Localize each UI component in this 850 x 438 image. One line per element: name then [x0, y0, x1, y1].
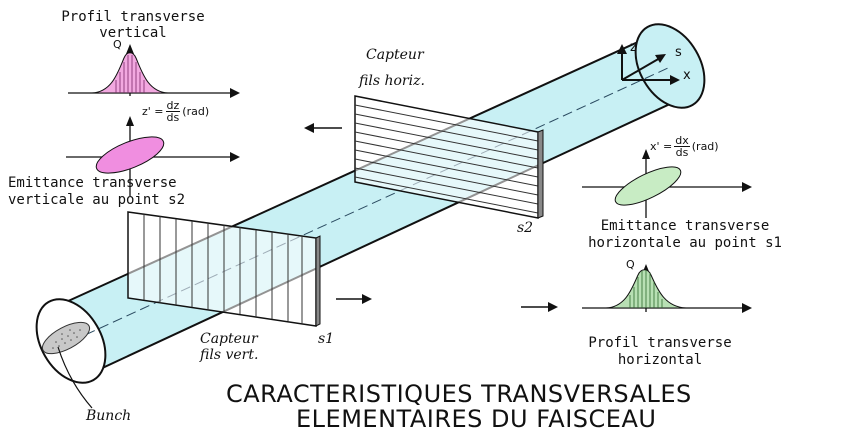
bunch	[41, 321, 93, 409]
xprime-lhs: x' =	[650, 140, 673, 153]
xprime-formula: x' = dx ds (rad)	[650, 135, 719, 158]
vertical-profile-title-line1: Profil transverse	[61, 9, 205, 25]
vertical-emittance-title: Emittance transverse verticale au point …	[8, 175, 185, 209]
horizontal-emittance-title-line2: horizontale au point s1	[588, 235, 782, 251]
vertical-profile-title-line2: vertical	[99, 25, 167, 41]
direction-arrows	[304, 123, 558, 312]
vertical-sensor-title-line2: fils vert.	[200, 347, 259, 363]
zprime-numerator: dz	[165, 99, 181, 112]
vertical-profile-plot	[68, 44, 240, 98]
horizontal-profile-plot	[582, 264, 752, 313]
xprime-unit: (rad)	[691, 140, 719, 153]
zprime-lhs: z' =	[142, 105, 164, 118]
zprime-unit: (rad)	[182, 105, 210, 118]
vertical-sensor-title-line1: Capteur	[200, 331, 258, 347]
axis-z-label: z	[630, 40, 637, 55]
horizontal-profile-title: Profil transverse horizontal	[560, 335, 760, 369]
horizontal-profile-title-line1: Profil transverse	[588, 335, 732, 351]
axis-x-label: x	[683, 68, 691, 83]
q-label-top: Q	[113, 38, 122, 51]
zprime-formula: z' = dz ds (rad)	[142, 100, 209, 123]
diagram-title-line2: ELEMENTAIRES DU FAISCEAU	[296, 405, 657, 433]
vertical-emittance-plot	[66, 116, 240, 196]
xprime-denominator: ds	[675, 146, 689, 159]
horizontal-emittance-plot	[582, 149, 752, 218]
horizontal-sensor-title-line1: Capteur	[366, 47, 424, 63]
xprime-numerator: dx	[674, 134, 690, 147]
sensor-horizontal-wires	[354, 95, 544, 219]
diagram-title-line1: CARACTERISTIQUES TRANSVERSALES	[226, 380, 692, 408]
axis-s-label: s	[675, 45, 682, 60]
horizontal-profile-title-line2: horizontal	[617, 352, 703, 368]
sensor-vertical-wires	[127, 211, 321, 327]
horizontal-sensor-title-line2: fils horiz.	[359, 73, 425, 89]
vertical-emittance-title-line1: Emittance transverse	[8, 175, 177, 191]
bunch-pointer	[57, 346, 93, 409]
bunch-label: Bunch	[86, 408, 132, 424]
s2-label: s2	[517, 220, 534, 236]
horizontal-emittance-title-line1: Emittance transverse	[600, 218, 770, 234]
s1-label: s1	[318, 331, 335, 347]
vertical-profile-title: Profil transverse vertical	[48, 9, 218, 41]
q-label-bottom: Q	[626, 258, 635, 271]
coordinate-axes	[617, 44, 680, 85]
vertical-emittance-title-line2: verticale au point s2	[8, 192, 186, 208]
horizontal-emittance-title: Emittance transverse horizontale au poin…	[560, 218, 810, 252]
zprime-denominator: ds	[166, 111, 180, 124]
